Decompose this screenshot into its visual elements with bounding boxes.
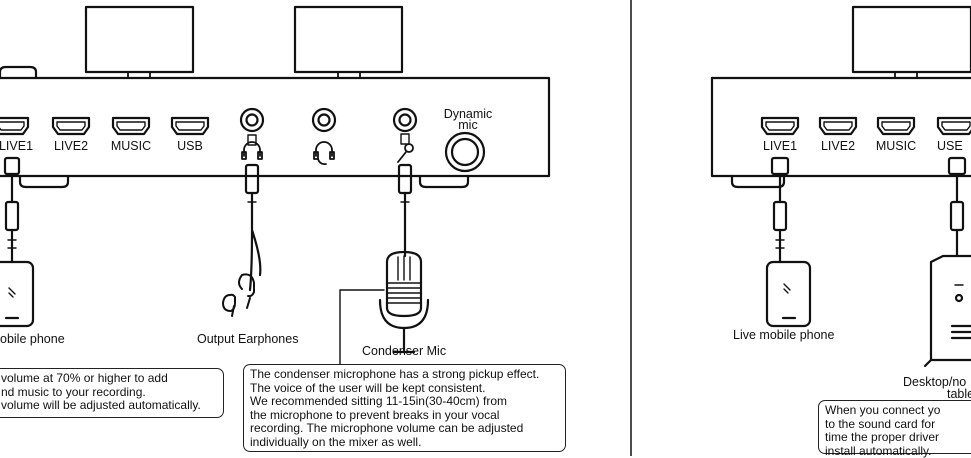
microphone-icon xyxy=(397,143,414,163)
port-live2-icon xyxy=(51,116,91,136)
port-label-music: MUSIC xyxy=(110,139,152,153)
screen-right xyxy=(293,5,404,74)
usb-cable-right xyxy=(947,156,967,258)
earphones-label: Output Earphones xyxy=(197,332,299,346)
mobile-phone-icon xyxy=(0,260,35,328)
mobile-phone-right-label: Live mobile phone xyxy=(733,328,835,342)
condenser-mic-icon xyxy=(378,250,430,354)
port-live1-icon xyxy=(0,116,30,136)
mixer-body xyxy=(0,76,551,178)
note-volume: volume at 70% or higher to add nd music … xyxy=(0,368,224,418)
screen-left xyxy=(84,5,195,74)
earphones-icon xyxy=(222,273,255,317)
headphones-icon xyxy=(241,141,263,160)
mobile-phone-label: obile phone xyxy=(0,332,65,346)
port-music-right-icon xyxy=(876,116,916,136)
dynamic-mic-socket-icon xyxy=(444,131,486,173)
screen-right-panel xyxy=(851,5,971,74)
mobile-phone-right-icon xyxy=(765,260,812,328)
port-label-live2: LIVE2 xyxy=(53,139,89,153)
port-label-live1: LIVE1 xyxy=(0,139,34,153)
live1-cable-right xyxy=(770,156,790,264)
note-condenser-mic: The condenser microphone has a strong pi… xyxy=(243,364,566,452)
headphone-jack-icon xyxy=(239,107,265,133)
condenser-mic-label: Condenser Mic xyxy=(362,344,447,358)
dynamic-mic-label: Dynamic mic xyxy=(443,107,493,132)
desktop-label: Desktop/no table xyxy=(903,375,971,401)
mic-cable xyxy=(397,133,413,258)
port-label-live1-right: LIVE1 xyxy=(762,139,798,153)
headset-jack-icon xyxy=(311,107,337,133)
port-music-icon xyxy=(111,116,151,136)
mixer-body-right xyxy=(710,76,971,178)
live1-cable xyxy=(3,156,21,264)
port-label-music-right: MUSIC xyxy=(875,139,917,153)
earphone-cable xyxy=(244,134,262,292)
desktop-computer-icon xyxy=(923,254,971,368)
port-label-usb-right: USE xyxy=(937,139,963,153)
port-label-live2-right: LIVE2 xyxy=(820,139,856,153)
mic-jack-icon xyxy=(392,107,418,133)
port-usb-right-icon xyxy=(936,116,971,136)
note-driver: When you connect yo to the sound card fo… xyxy=(818,400,971,457)
port-usb-icon xyxy=(170,116,210,136)
callout-line xyxy=(339,289,385,365)
headset-icon xyxy=(313,141,335,166)
port-live1-right-icon xyxy=(760,116,800,136)
port-live2-right-icon xyxy=(818,116,858,136)
port-label-usb: USB xyxy=(177,139,203,153)
